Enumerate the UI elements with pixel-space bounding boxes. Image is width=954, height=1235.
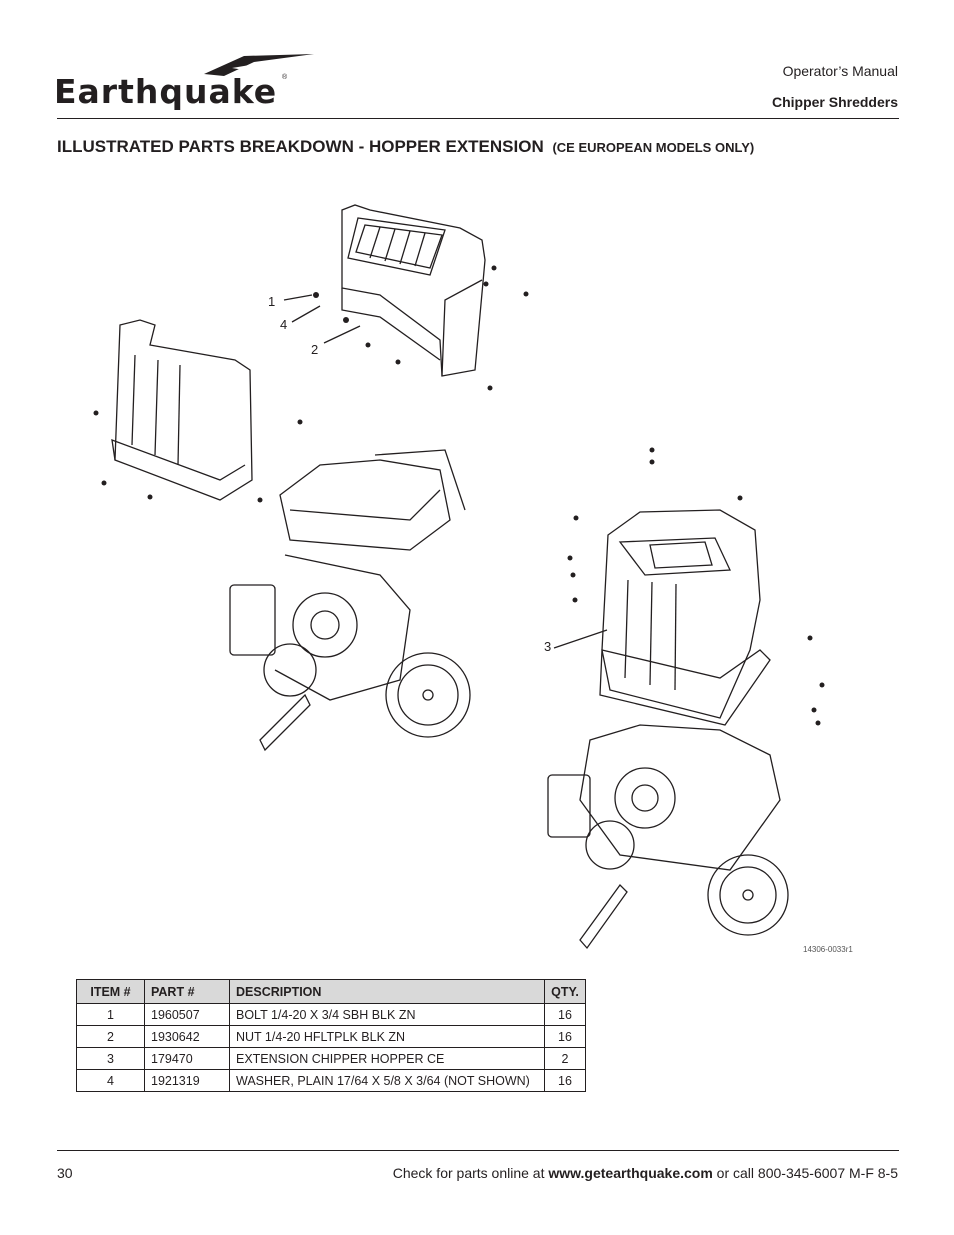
- cell-part: 1921319: [144, 1069, 230, 1092]
- cell-qty: 2: [544, 1047, 586, 1070]
- table-header-row: ITEM # PART # DESCRIPTION QTY.: [76, 979, 586, 1004]
- callout-leaders: [283, 294, 608, 649]
- footer-suffix: or call 800-345-6007 M-F 8-5: [712, 1165, 898, 1181]
- cell-description: NUT 1/4-20 HFLTPLK BLK ZN: [229, 1025, 545, 1048]
- cell-qty: 16: [544, 1069, 586, 1092]
- table-row: 2 1930642 NUT 1/4-20 HFLTPLK BLK ZN 16: [76, 1025, 586, 1048]
- brand-name: Earthquake: [54, 72, 278, 111]
- cell-description: EXTENSION CHIPPER HOPPER CE: [229, 1047, 545, 1070]
- title-sub: (CE EUROPEAN MODELS ONLY): [552, 140, 755, 155]
- cell-item: 2: [76, 1025, 145, 1048]
- table-row: 3 179470 EXTENSION CHIPPER HOPPER CE 2: [76, 1047, 586, 1070]
- header-rule: [57, 118, 899, 119]
- footer-contact: Check for parts online at www.getearthqu…: [393, 1165, 898, 1181]
- website-link[interactable]: www.getearthquake.com: [548, 1165, 713, 1181]
- callout-3: 3: [544, 639, 552, 654]
- cell-item: 1: [76, 1003, 145, 1026]
- cell-part: 179470: [144, 1047, 230, 1070]
- cell-description: WASHER, PLAIN 17/64 X 5/8 X 3/64 (NOT SH…: [229, 1069, 545, 1092]
- footer-rule: [57, 1150, 899, 1151]
- logo-swoosh-icon: [204, 54, 314, 76]
- cell-description: BOLT 1/4-20 X 3/4 SBH BLK ZN: [229, 1003, 545, 1026]
- left-extension-panel: [111, 319, 253, 501]
- cell-item: 3: [76, 1047, 145, 1070]
- chipper-right: [547, 509, 789, 950]
- registered-mark: ®: [282, 74, 288, 81]
- header-part: PART #: [144, 979, 230, 1004]
- callout-4: 4: [280, 317, 288, 332]
- page-number: 30: [57, 1165, 73, 1181]
- parts-table: ITEM # PART # DESCRIPTION QTY. 1 1960507…: [76, 979, 586, 1092]
- header-qty: QTY.: [544, 979, 586, 1004]
- figure-code: 14306-0033r1: [803, 945, 853, 954]
- cell-qty: 16: [544, 1003, 586, 1026]
- parts-diagram: [93, 204, 825, 950]
- fasteners: [93, 265, 825, 726]
- header-item: ITEM #: [76, 979, 145, 1004]
- manual-label: Operator’s Manual: [782, 63, 898, 79]
- callout-2: 2: [311, 342, 319, 357]
- brand-logo: Earthquake ®: [54, 52, 314, 112]
- title-main: ILLUSTRATED PARTS BREAKDOWN - HOPPER EXT…: [57, 137, 544, 156]
- cell-qty: 16: [544, 1025, 586, 1048]
- upper-extension-panel: [341, 204, 486, 377]
- cell-item: 4: [76, 1069, 145, 1092]
- product-label: Chipper Shredders: [771, 94, 898, 110]
- cell-part: 1930642: [144, 1025, 230, 1048]
- page-title: ILLUSTRATED PARTS BREAKDOWN - HOPPER EXT…: [57, 137, 754, 157]
- cell-part: 1960507: [144, 1003, 230, 1026]
- chipper-left: [229, 449, 471, 752]
- callout-1: 1: [268, 294, 276, 309]
- footer-prefix: Check for parts online at: [392, 1165, 549, 1181]
- header-description: DESCRIPTION: [229, 979, 545, 1004]
- table-row: 4 1921319 WASHER, PLAIN 17/64 X 5/8 X 3/…: [76, 1069, 586, 1092]
- table-row: 1 1960507 BOLT 1/4-20 X 3/4 SBH BLK ZN 1…: [76, 1003, 586, 1026]
